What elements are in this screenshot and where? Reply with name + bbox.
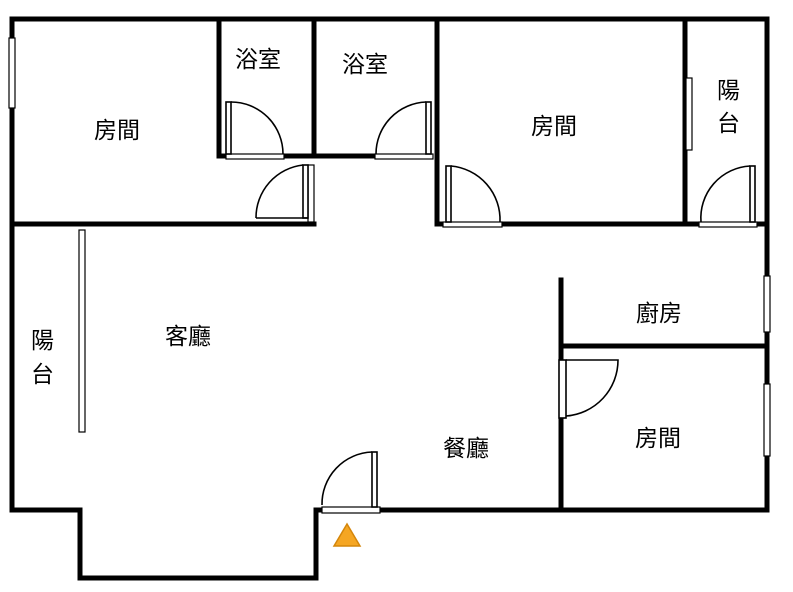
room-label-balcony-left-1: 陽 — [31, 328, 54, 354]
room-label-kitchen: 廚房 — [636, 301, 682, 327]
room-label-bedroom-top-left: 房間 — [94, 118, 140, 144]
room-label-balcony-left-2: 台 — [31, 362, 54, 388]
windows — [8, 37, 771, 457]
room-label-bathroom-2: 浴室 — [342, 52, 388, 78]
room-label-balcony-right-2: 台 — [717, 111, 740, 137]
window-icon — [8, 37, 16, 109]
doors — [225, 101, 758, 514]
door-swing-icon — [558, 359, 619, 419]
door-swing-icon — [321, 451, 381, 514]
room-labels: 房間 浴室 浴室 房間 陽 台 陽 台 客廳 廚房 餐廳 房間 — [31, 47, 740, 462]
entrance-triangle-icon — [332, 522, 362, 547]
window-icon — [763, 383, 771, 457]
door-swing-icon — [255, 164, 309, 219]
room-label-balcony-right-1: 陽 — [717, 78, 740, 104]
window-icon — [763, 275, 771, 333]
window-icon — [78, 229, 86, 433]
room-label-bedroom-bottom-right: 房間 — [635, 426, 681, 452]
door-swing-icon — [698, 165, 758, 228]
walls — [9, 16, 770, 581]
room-label-bedroom-top-right: 房間 — [531, 114, 577, 140]
room-label-dining-room: 餐廳 — [443, 436, 489, 462]
window-icon — [307, 164, 315, 223]
window-icon — [685, 77, 693, 151]
door-swing-icon — [225, 101, 285, 160]
room-label-living-room: 客廳 — [165, 324, 211, 350]
door-swing-icon — [442, 165, 503, 228]
room-label-bathroom-1: 浴室 — [235, 47, 281, 73]
door-swing-icon — [374, 101, 434, 160]
